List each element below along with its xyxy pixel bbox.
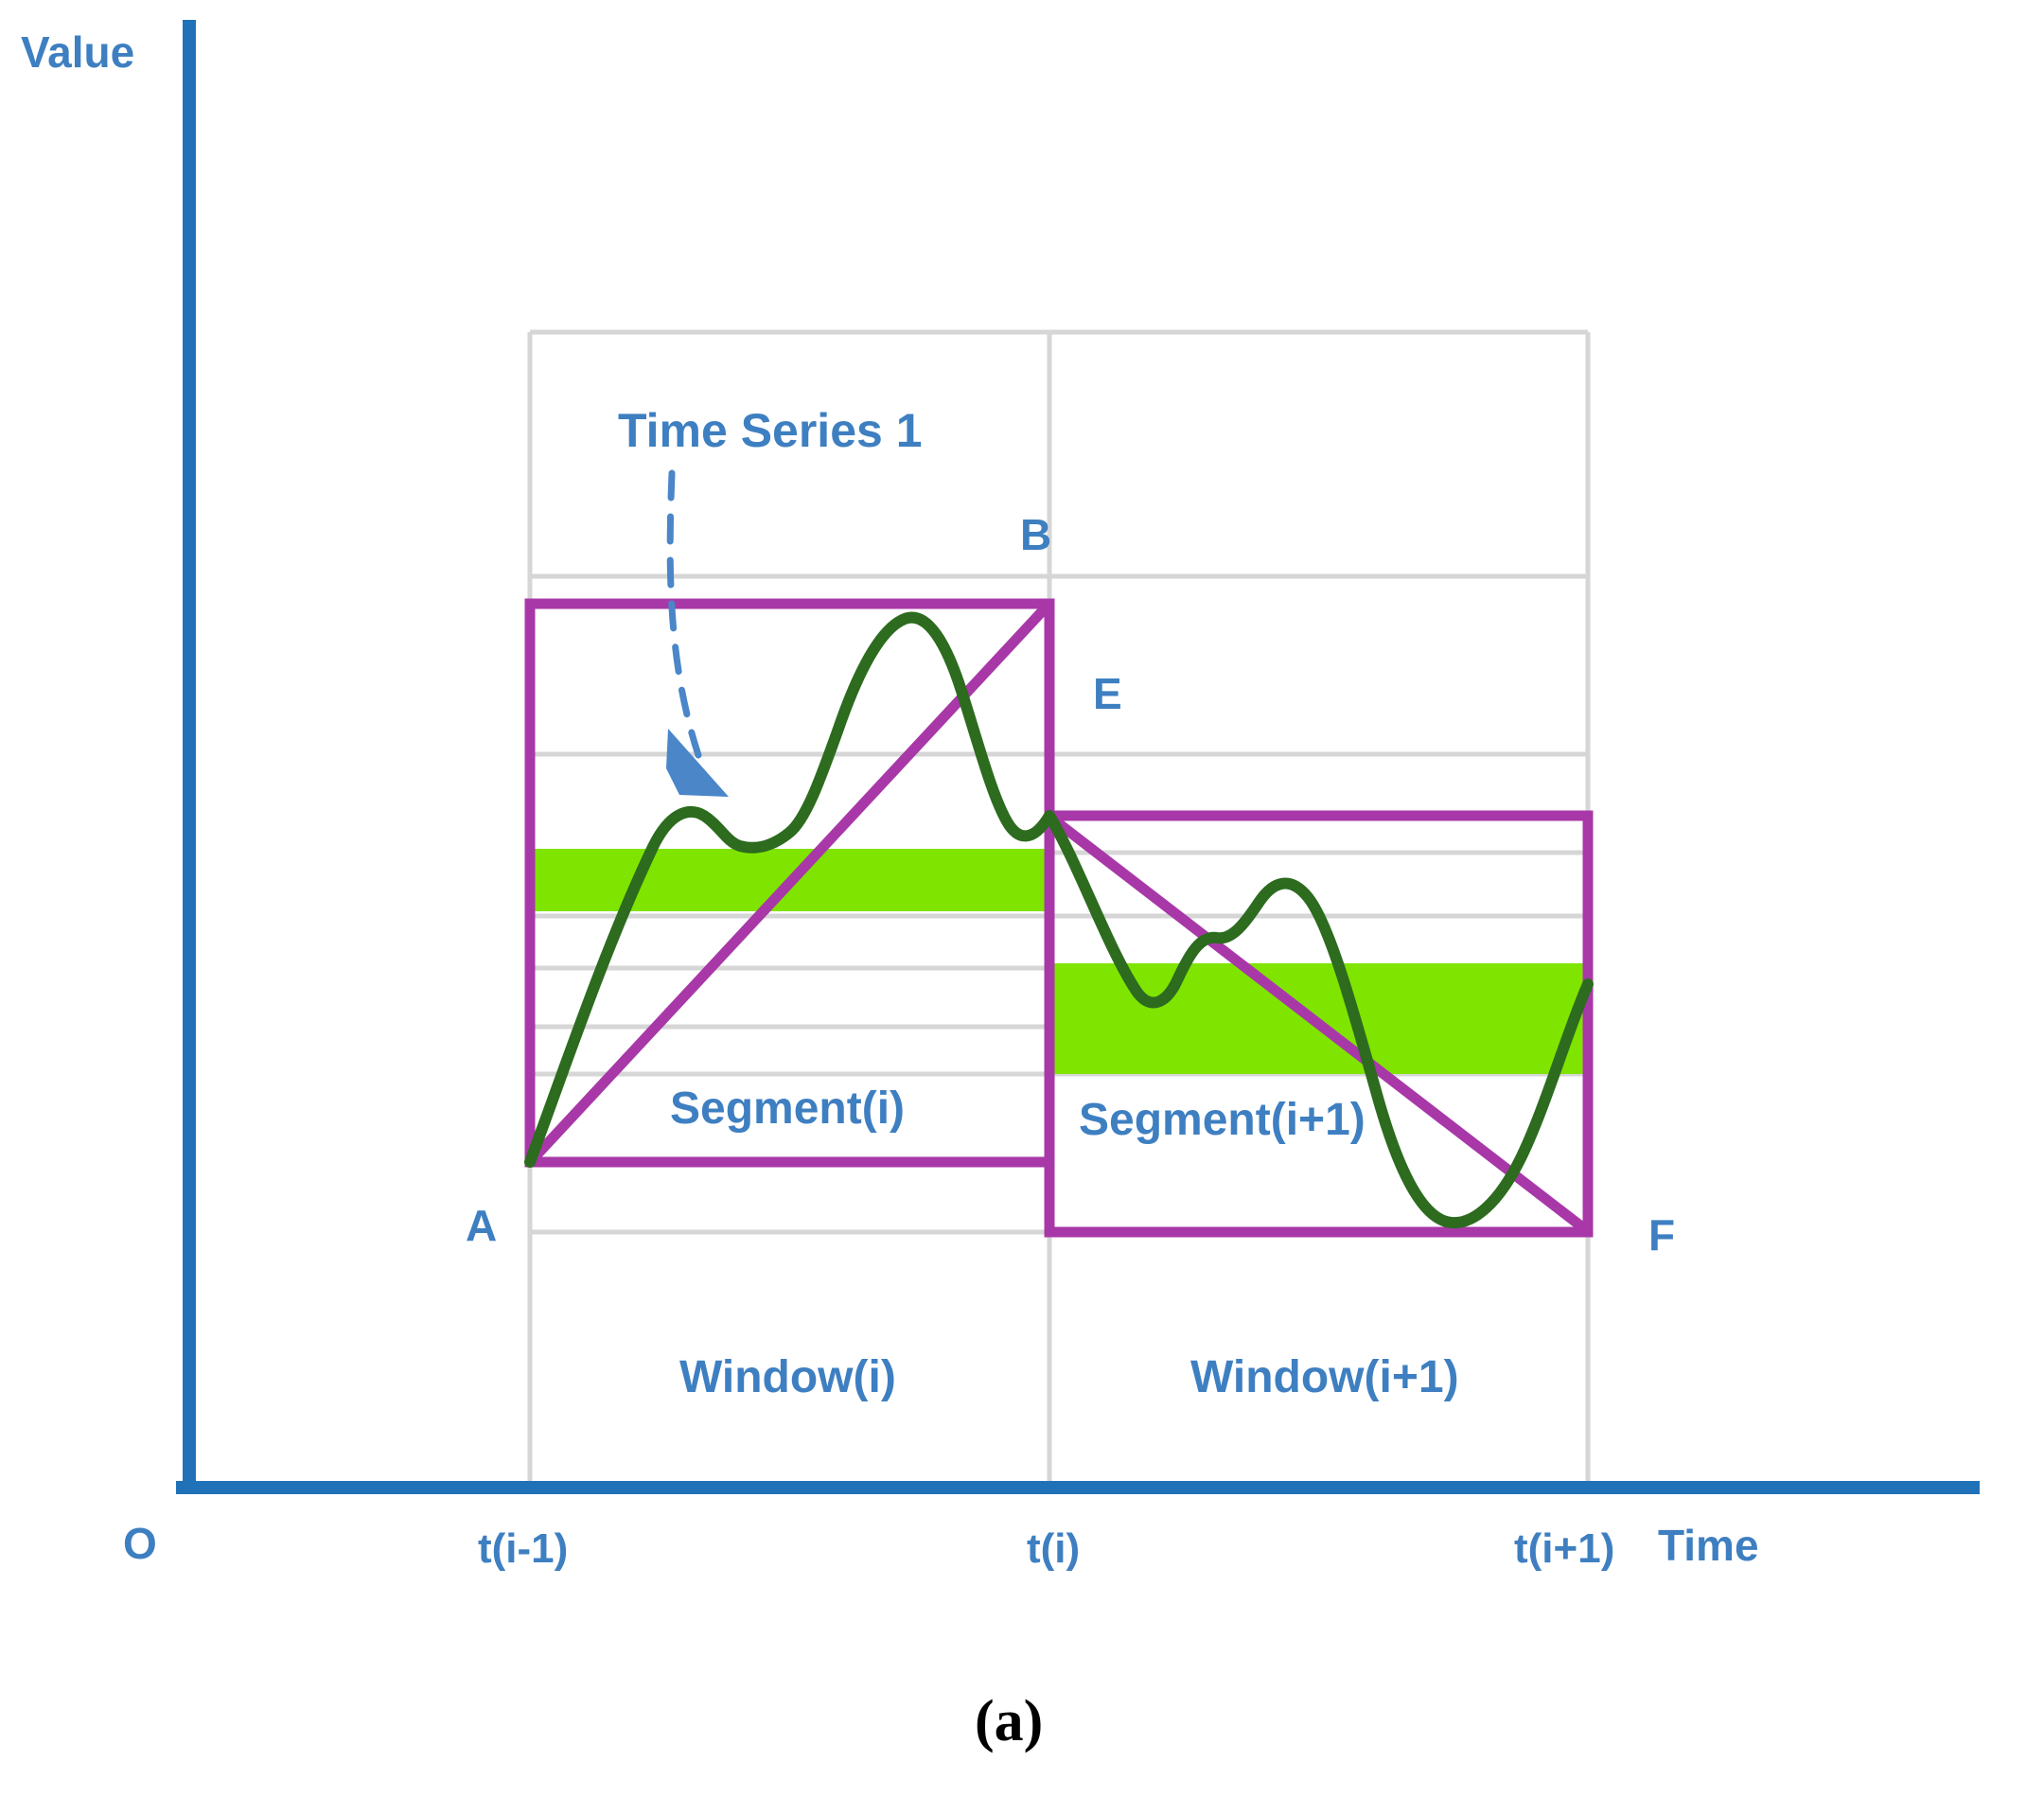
segment-label-i-plus-1: Segment(i+1) <box>1079 1095 1366 1145</box>
value-band-segment-i-plus-1 <box>1053 963 1588 1074</box>
window-label-i-plus-1: Window(i+1) <box>1190 1352 1459 1402</box>
trend-line-segment-i-plus-1 <box>1047 813 1591 1235</box>
axes-group <box>176 20 1980 1494</box>
point-label-a: A <box>466 1201 498 1250</box>
origin-label: O <box>123 1519 157 1568</box>
x-tick-label-1: t(i) <box>1027 1525 1081 1572</box>
figure-caption: (a) <box>975 1689 1044 1753</box>
segment-boxes <box>524 598 1594 1238</box>
time-series-curve <box>524 611 1594 1229</box>
value-band-group <box>535 849 1588 1074</box>
point-label-f: F <box>1648 1210 1676 1260</box>
series-pointer-arrowhead <box>666 729 729 797</box>
segment-label-i: Segment(i) <box>670 1083 906 1134</box>
series-pointer-arrow <box>666 469 729 797</box>
series-pointer-line <box>666 469 702 759</box>
point-label-e: E <box>1093 669 1122 718</box>
x-tick-label-0: t(i-1) <box>478 1525 569 1572</box>
y-axis-label: Value <box>21 27 135 77</box>
point-label-b: B <box>1020 510 1052 559</box>
x-tick-label-2: t(i+1) <box>1514 1525 1615 1572</box>
x-axis-label: Time <box>1658 1521 1759 1570</box>
series-label: Time Series 1 <box>618 404 923 457</box>
window-label-i: Window(i) <box>679 1352 896 1402</box>
segment-i-plus-1-box <box>1044 810 1594 1238</box>
